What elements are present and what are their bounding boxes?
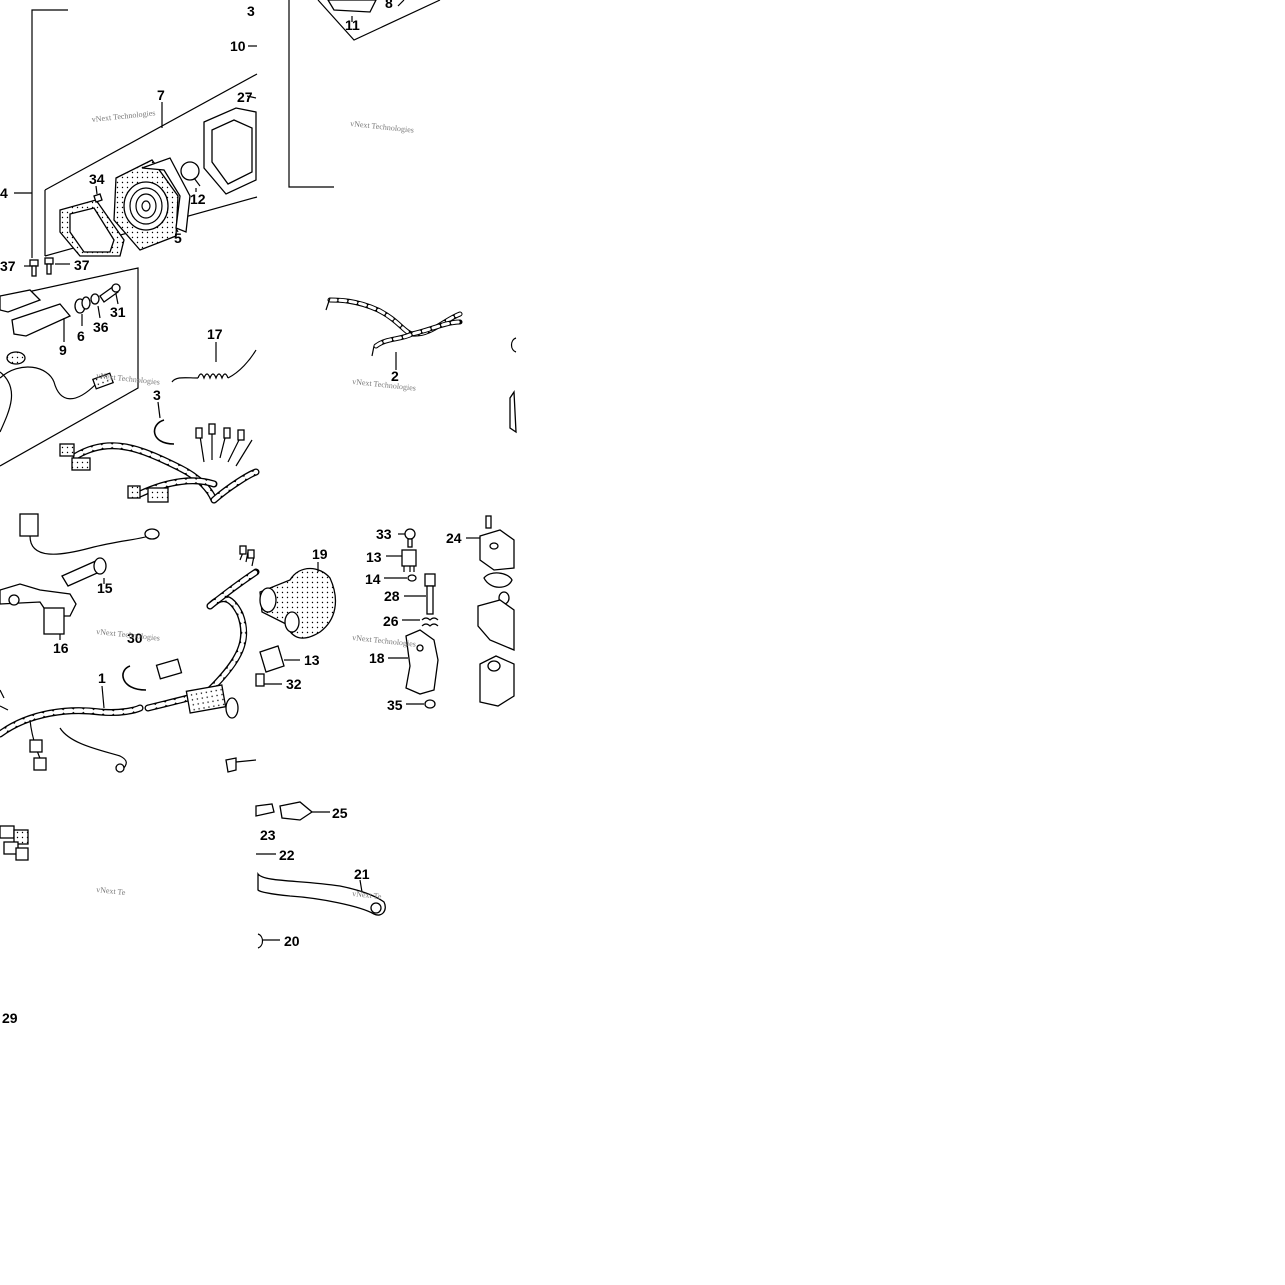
callout-20: 20	[284, 933, 300, 949]
coil-grommet	[6, 351, 26, 365]
leader-5	[175, 227, 179, 233]
callout-32: 32	[286, 676, 302, 692]
wire-clamp-3	[153, 401, 175, 445]
callout-22: 22	[279, 847, 295, 863]
indicator-lens	[327, 0, 377, 13]
callout-25: 25	[332, 805, 348, 821]
headlight-bulb	[180, 161, 201, 187]
switch-13-lower	[255, 645, 300, 687]
callout-3-lower: 3	[153, 387, 161, 403]
callout-1: 1	[98, 670, 106, 686]
switch-wire	[0, 366, 97, 400]
callout-28: 28	[384, 588, 400, 604]
return-spring-17	[171, 342, 257, 383]
callout-16: 16	[53, 640, 69, 656]
callout-18: 18	[369, 650, 385, 666]
callout-2: 2	[391, 368, 399, 384]
wire-clamp-30	[122, 665, 147, 691]
leader-27	[246, 95, 257, 99]
switch-bracket-group	[0, 267, 139, 467]
callout-7: 7	[157, 87, 165, 103]
main-harness-upper	[59, 423, 260, 504]
callout-33: 33	[376, 526, 392, 542]
lever-group	[255, 801, 386, 949]
callout-37-right: 37	[74, 257, 90, 273]
leader-36	[97, 305, 101, 319]
headlight-case	[203, 107, 257, 195]
callout-19: 19	[312, 546, 328, 562]
sub-harness-2	[325, 297, 463, 370]
leader-31	[115, 293, 119, 305]
bracket-9	[11, 303, 72, 337]
handle-switch-connectors	[0, 825, 29, 861]
callout-36: 36	[93, 319, 109, 335]
watermark-4: vNext Technologies	[352, 377, 417, 393]
bracket-upper	[0, 289, 42, 313]
callout-6: 6	[77, 328, 85, 344]
switch-body	[0, 371, 13, 433]
cover-19	[259, 562, 337, 639]
leader-21	[359, 879, 363, 893]
callout-29: 29	[2, 1010, 18, 1026]
callout-21: 21	[354, 866, 370, 882]
panel-frame	[317, 0, 441, 41]
callout-3: 3	[247, 3, 255, 19]
callout-27: 27	[237, 89, 253, 105]
callout-17: 17	[207, 326, 223, 342]
headlight-gasket	[141, 157, 191, 233]
bolt-37-right	[44, 257, 54, 275]
callout-labels: 3 10 11 8 7 27 4 34 12 5 37 37 31 36 6 9…	[0, 0, 462, 1026]
screw-34	[93, 193, 103, 203]
edge-part-a	[510, 337, 517, 353]
grommet-6	[74, 296, 91, 314]
callout-31: 31	[110, 304, 126, 320]
headlight-group	[14, 9, 258, 277]
small-bolt	[225, 757, 257, 773]
callout-37-left: 37	[0, 258, 16, 274]
callout-8: 8	[385, 0, 393, 11]
callout-35: 35	[387, 697, 403, 713]
callout-13-upper: 13	[366, 549, 382, 565]
callout-34: 34	[89, 171, 105, 187]
main-harness-lower	[0, 545, 260, 773]
leader-8a	[397, 0, 405, 7]
callout-15: 15	[97, 580, 113, 596]
headlight-unit	[113, 159, 179, 251]
frame-edge-top	[44, 73, 258, 191]
callout-9: 9	[59, 342, 67, 358]
callout-10: 10	[230, 38, 246, 54]
watermark-8: vNext Te	[352, 889, 383, 901]
panel-outline	[0, 267, 139, 467]
bolt-31	[99, 283, 121, 303]
leader-1	[101, 685, 105, 709]
callout-23: 23	[260, 827, 276, 843]
group-bracket-line	[31, 9, 68, 258]
bolt-37-left	[29, 259, 39, 277]
callout-30: 30	[127, 630, 143, 646]
edge-part-b	[509, 390, 517, 434]
leader-34	[95, 185, 98, 195]
indicator-panel	[288, 0, 441, 188]
washer-36	[90, 293, 100, 305]
callout-4: 4	[0, 185, 8, 201]
callout-12: 12	[190, 191, 206, 207]
callout-24: 24	[446, 530, 462, 546]
watermark-1: vNext Technologies	[91, 108, 156, 124]
housing-24	[466, 515, 515, 707]
callout-11: 11	[345, 17, 360, 33]
switch-connector	[91, 372, 115, 390]
switch-assembly-right	[384, 528, 439, 709]
watermark-2: vNext Technologies	[350, 119, 415, 135]
leader-3b	[157, 401, 161, 419]
callout-13-lower: 13	[304, 652, 320, 668]
sensor-group	[0, 513, 160, 640]
callout-26: 26	[383, 613, 399, 629]
callout-14: 14	[365, 571, 381, 587]
watermark-7: vNext Te	[96, 885, 127, 897]
panel-bracket	[288, 0, 334, 188]
callout-5: 5	[174, 230, 182, 246]
